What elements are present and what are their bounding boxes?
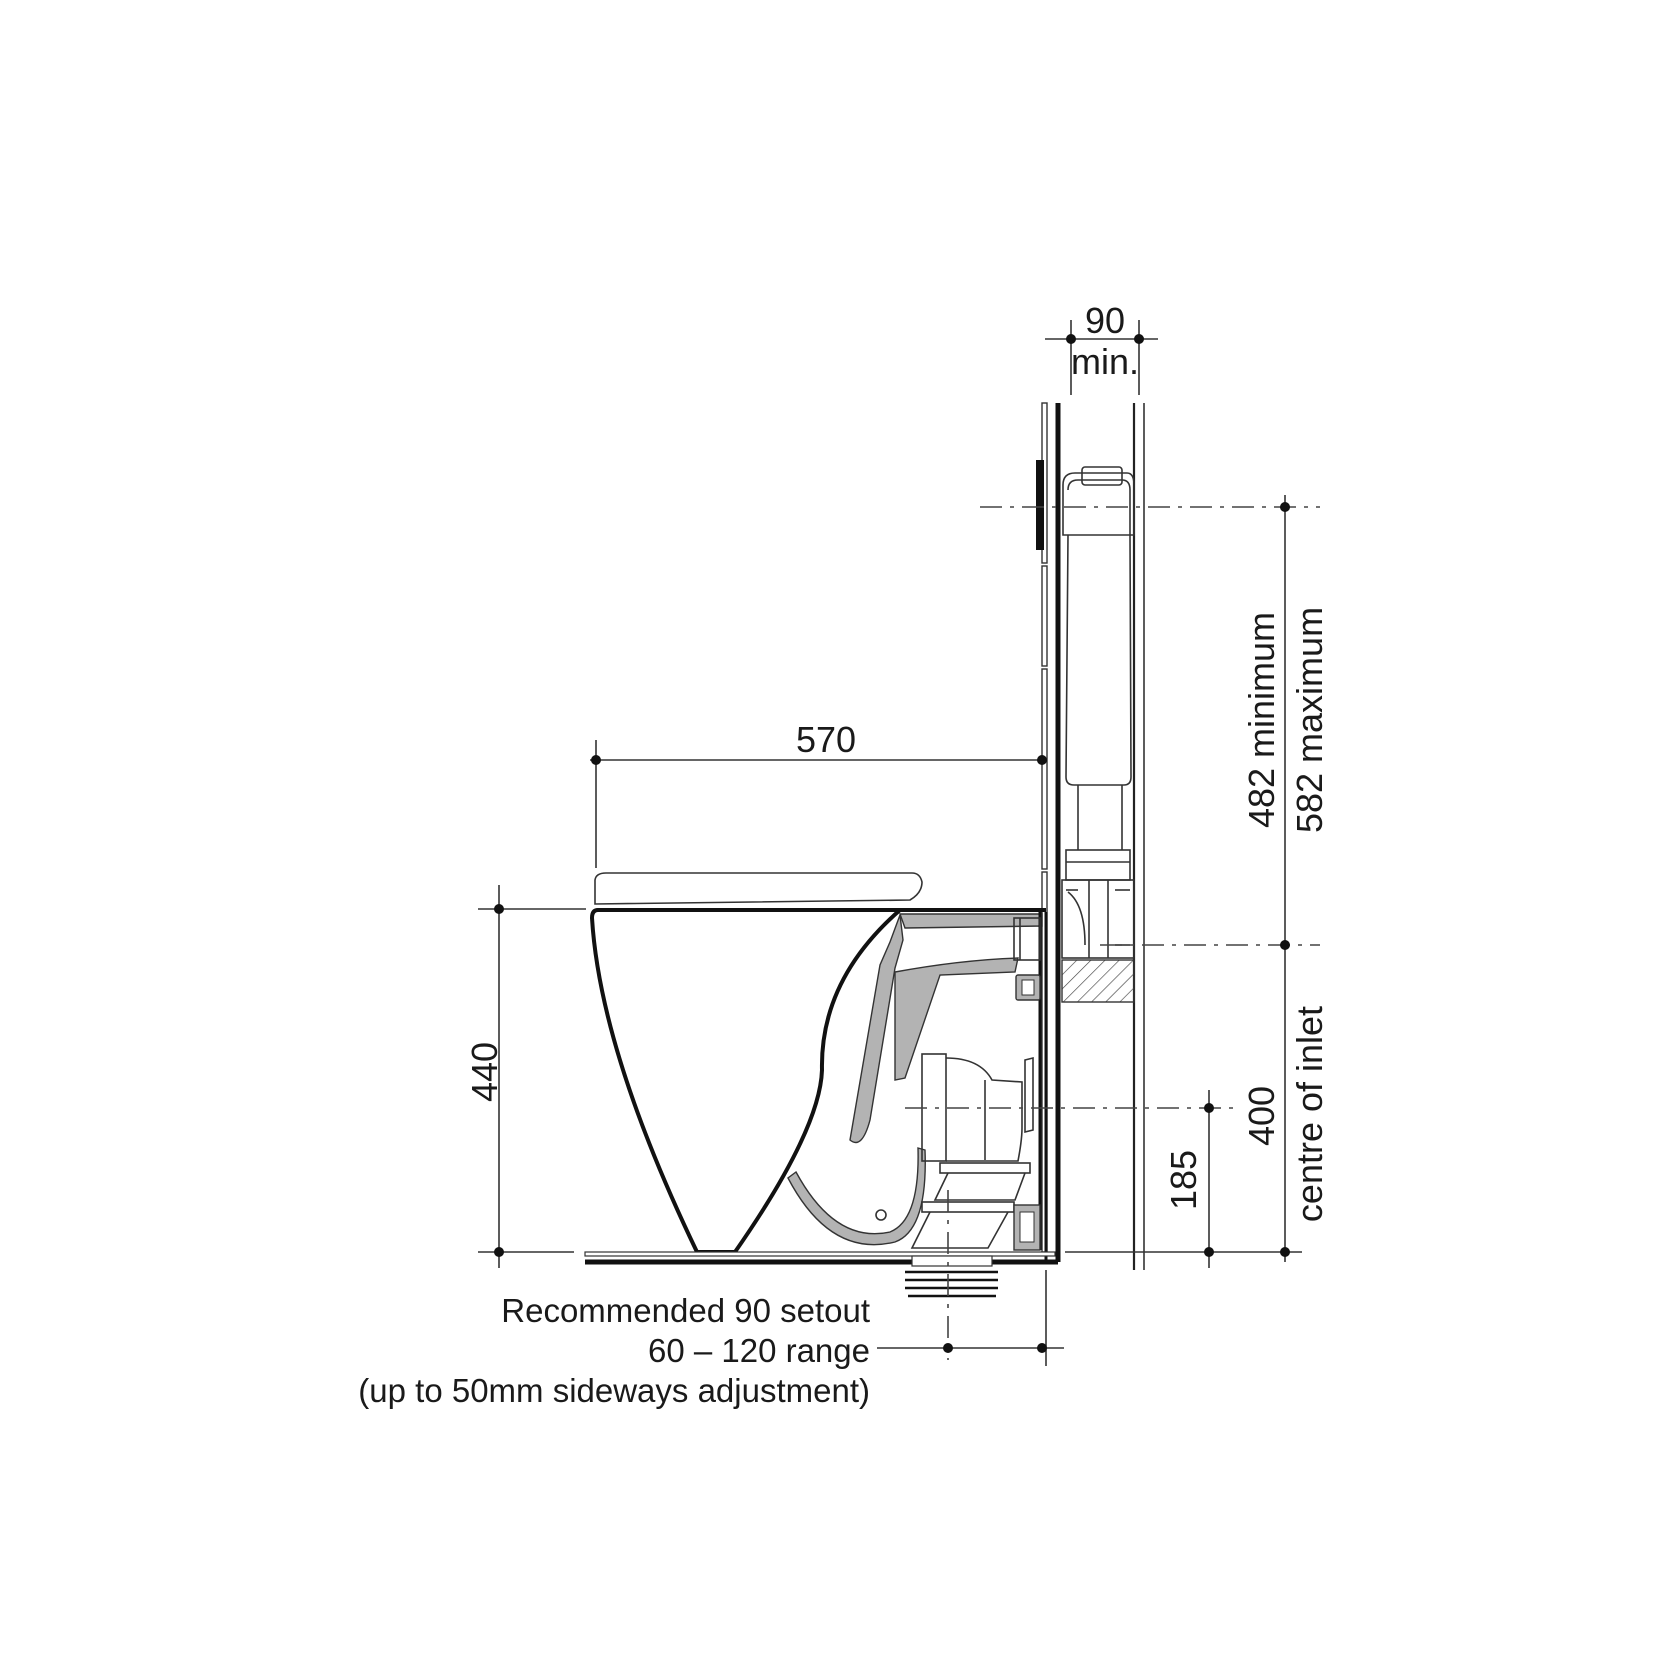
- dim-wall-cavity: 90 min.: [1045, 300, 1158, 395]
- dim-482-note: minimum: [1241, 612, 1282, 758]
- setout-note-line2: 60 – 120 range: [648, 1332, 870, 1369]
- setout-note-line3: (up to 50mm sideways adjustment): [358, 1372, 870, 1409]
- dim-400-label: 400: [1241, 1086, 1282, 1146]
- dim-90-note: min.: [1071, 341, 1139, 382]
- dim-pan-depth: 570: [590, 719, 1047, 868]
- dim-582-note: maximum: [1289, 607, 1330, 763]
- dim-440-label: 440: [464, 1042, 505, 1102]
- floor-waste-fitting: [905, 1255, 998, 1298]
- toilet-seat: [594, 872, 923, 905]
- dim-570-label: 570: [796, 719, 856, 760]
- dim-outlet-height: 185: [1163, 1090, 1214, 1268]
- dim-inlet-centre: 400 centre of inlet: [1065, 1006, 1330, 1257]
- svg-text:582 maximum: 582 maximum: [1289, 607, 1330, 833]
- dim-582-label: 582: [1289, 773, 1330, 833]
- dim-482-label: 482: [1241, 768, 1282, 828]
- hatched-block: [1061, 959, 1135, 1003]
- dim-185-label: 185: [1163, 1150, 1204, 1210]
- dim-90-label: 90: [1085, 300, 1125, 341]
- wall-frame: [1036, 402, 1145, 1270]
- setout-note-line1: Recommended 90 setout: [501, 1292, 870, 1329]
- dim-400-note: centre of inlet: [1289, 1006, 1330, 1222]
- dim-setout: Recommended 90 setout 60 – 120 range (up…: [358, 1270, 1064, 1409]
- cistern: [1061, 466, 1135, 1003]
- toilet-pan: [584, 872, 1061, 1298]
- dim-pan-height: 440: [464, 885, 586, 1268]
- dim-flush-button: 482 minimum 582 maximum: [1241, 495, 1330, 1262]
- svg-text:482 minimum: 482 minimum: [1241, 612, 1282, 828]
- flush-plate: [1036, 460, 1044, 550]
